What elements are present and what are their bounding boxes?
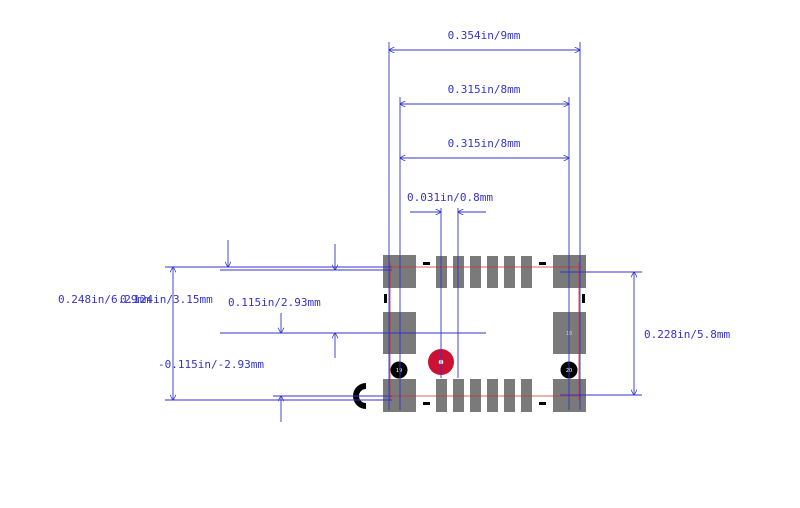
orientation-marker: [353, 383, 366, 409]
pad-top-left: [383, 255, 416, 288]
pad-bottom-2: [453, 379, 464, 412]
dim-left-overlap: 0.124in/3.15mm: [120, 293, 213, 306]
pad-top-4: [487, 256, 498, 288]
pad-bottom-right: [553, 379, 586, 412]
pad-mid-right: [553, 312, 586, 354]
pad-bottom-6: [521, 379, 532, 412]
pad-bottom-4: [487, 379, 498, 412]
dim-right-height: 0.228in/5.8mm: [644, 328, 730, 341]
pad-bottom-5: [504, 379, 515, 412]
pad-bottom-3: [470, 379, 481, 412]
pad-top-5: [504, 256, 515, 288]
pad-top-3: [470, 256, 481, 288]
component-outline: [387, 262, 582, 400]
pad-top-right: [553, 255, 586, 288]
pad-top-2: [453, 256, 464, 288]
dim-lower-offset: -0.115in/-2.93mm: [158, 358, 264, 371]
dim-upper-offset: 0.115in/2.93mm: [228, 296, 321, 309]
silkscreen-marks: [384, 262, 585, 405]
pin-marker-left-label: 19: [396, 368, 402, 374]
dim-overall-width: 0.354in/9mm: [448, 29, 521, 42]
dim-pad-span-top: 0.315in/8mm: [448, 83, 521, 96]
pin-marker-left: [390, 361, 408, 379]
dim-left-overall: 0.248in/6.29mm: [58, 293, 151, 306]
dim-pad-span-mid: 0.315in/8mm: [448, 137, 521, 150]
dimension-lines: [165, 42, 642, 422]
pad-bottom-left: [383, 379, 416, 412]
pads: [383, 255, 586, 412]
pad-top-6: [521, 256, 532, 288]
pad-bottom-1: [436, 379, 447, 412]
pad-top-1: [436, 256, 447, 288]
dim-pitch: 0.031in/0.8mm: [407, 191, 493, 204]
